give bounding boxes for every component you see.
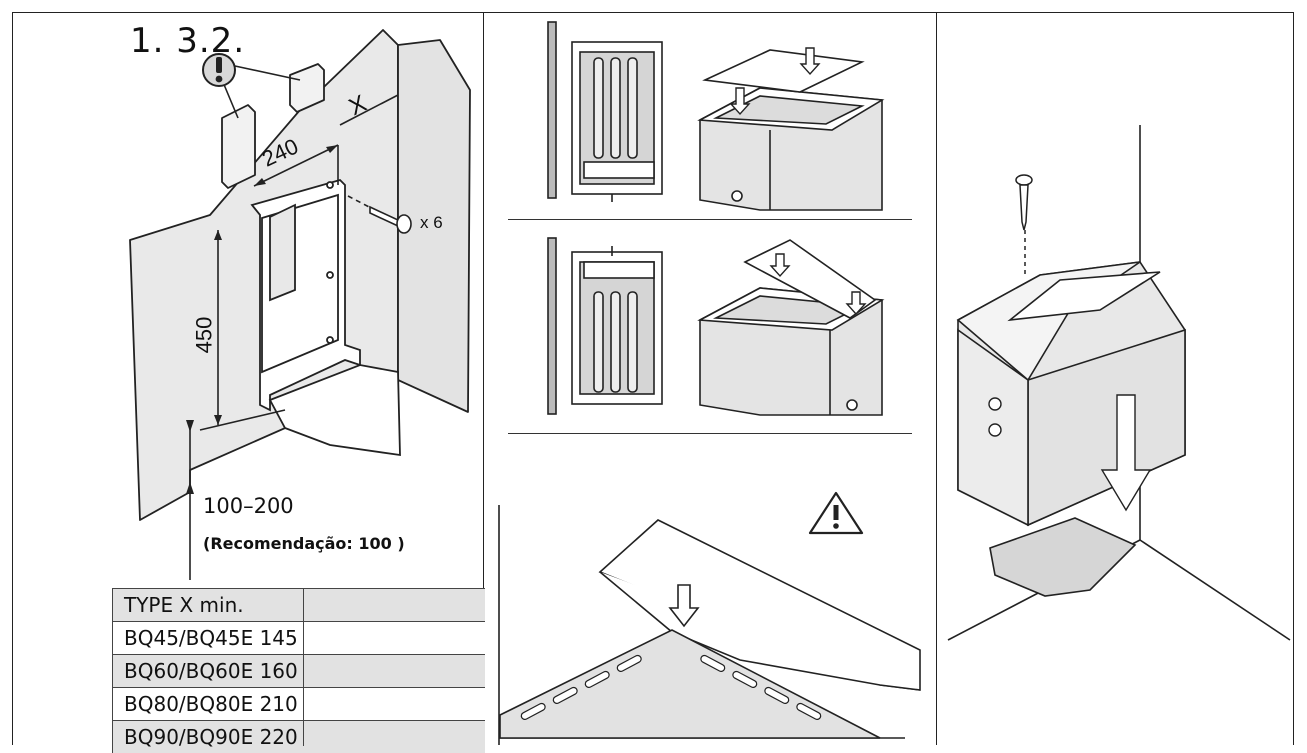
screw-icon [1016,175,1032,275]
